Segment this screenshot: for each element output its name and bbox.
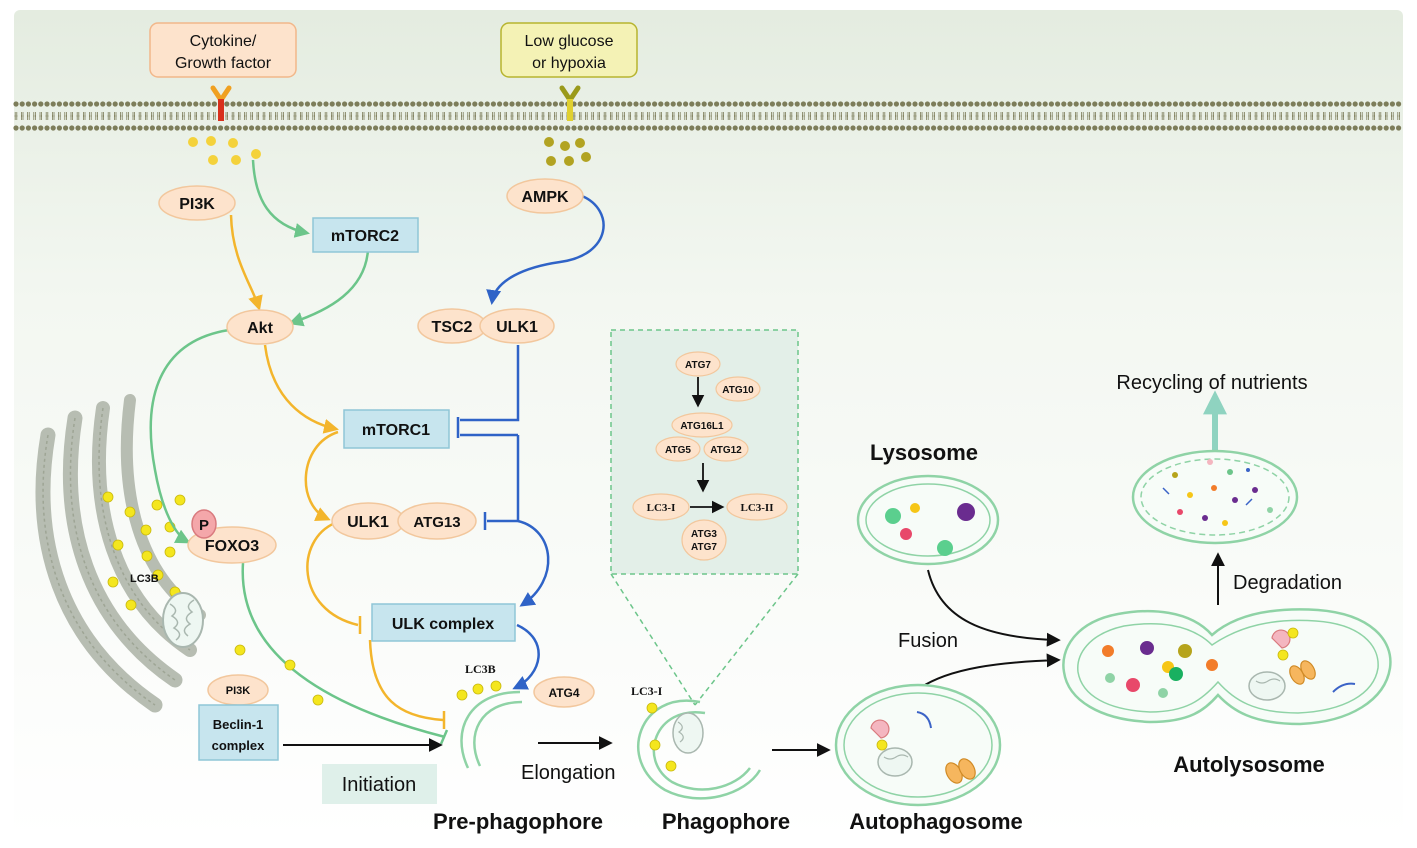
svg-text:Growth factor: Growth factor: [175, 55, 272, 72]
svg-text:mTORC1: mTORC1: [362, 422, 430, 439]
phospho-badge: P: [191, 509, 217, 539]
svg-text:ATG7: ATG7: [685, 360, 711, 371]
autolysosome-icon: [1062, 608, 1392, 726]
svg-text:PI3K: PI3K: [226, 685, 251, 697]
pre-phagophore-icon: [460, 690, 523, 769]
lc3-conjugation-inset: ATG7 ATG10 ATG16L1 ATG5 ATG12 LC3-I LC3-…: [610, 329, 799, 706]
svg-text:ATG3: ATG3: [691, 529, 717, 540]
degraded-vesicle-icon: [1131, 449, 1299, 545]
golgi-outline-icon: [42, 407, 191, 706]
svg-text:or hypoxia: or hypoxia: [532, 55, 606, 72]
mitochondrion-icon: [162, 592, 204, 648]
arrow-pi3k-to-akt: [229, 214, 263, 311]
svg-text:PI3K: PI3K: [179, 196, 215, 213]
arrow-atg13-to-ulkcomplex: [517, 519, 550, 607]
pi3k-node: PI3K: [158, 185, 236, 221]
atg13-node: ATG13: [397, 502, 477, 540]
phagophore-title: Phagophore: [662, 809, 790, 834]
arrow-ulkcomplex-to-prephagophore: [512, 623, 540, 690]
degradation-label: Degradation: [1233, 572, 1342, 594]
elongation-label: Elongation: [521, 762, 616, 784]
svg-text:LC3-II: LC3-II: [740, 502, 773, 514]
svg-text:FOXO3: FOXO3: [205, 538, 259, 555]
beclin-complex-box: Beclin-1 complex: [198, 704, 279, 761]
inhibit-ulkcomplex-to-prephagophore: [368, 639, 444, 722]
recycling-label: Recycling of nutrients: [1116, 372, 1307, 394]
initiation-label: Initiation: [322, 764, 437, 804]
lysosome-icon: [856, 474, 1000, 566]
svg-text:AMPK: AMPK: [521, 189, 569, 206]
svg-text:Cytokine/: Cytokine/: [190, 33, 257, 50]
glucose-sensor-icon: [559, 85, 581, 121]
lc3b-er-label: LC3B: [130, 573, 159, 585]
svg-text:mTORC2: mTORC2: [331, 228, 399, 245]
arrow-akt-to-mtorc1: [263, 344, 339, 434]
cytokine-box: Cytokine/ Growth factor: [149, 22, 297, 78]
svg-text:ATG4: ATG4: [548, 686, 579, 700]
ulk1-node-top: ULK1: [479, 308, 555, 344]
akt-node: Akt: [226, 309, 294, 345]
svg-text:Initiation: Initiation: [342, 774, 417, 796]
svg-text:ULK1: ULK1: [347, 514, 389, 531]
lc3b-pre-label: LC3B: [465, 662, 496, 676]
svg-text:ULK1: ULK1: [496, 319, 538, 336]
ulk-complex-box: ULK complex: [371, 603, 516, 642]
arrow-lysosome-fusion: [927, 569, 1061, 647]
svg-text:ATG13: ATG13: [413, 514, 460, 531]
svg-text:ATG16L1: ATG16L1: [680, 421, 724, 432]
pi3k-small-node: PI3K: [207, 674, 269, 706]
phagophore-mito-icon: [672, 712, 704, 754]
foxo-path-dots: [234, 644, 324, 706]
lysosome-title: Lysosome: [870, 440, 978, 465]
pre-phagophore-title: Pre-phagophore: [433, 809, 603, 834]
fusion-label: Fusion: [898, 630, 958, 652]
autophagosome-icon: [834, 683, 1002, 807]
svg-text:P: P: [199, 517, 209, 534]
ampk-signal-dots: [544, 137, 591, 166]
atg4-node: ATG4: [533, 676, 595, 708]
svg-text:ATG10: ATG10: [722, 385, 754, 396]
svg-text:Beclin-1: Beclin-1: [213, 717, 264, 732]
pre-phagophore-dots: [456, 680, 502, 701]
svg-text:Akt: Akt: [247, 320, 273, 337]
cytokine-ligand-dots: [188, 136, 261, 165]
mtorc1-box: mTORC1: [343, 409, 450, 449]
autophagosome-title: Autophagosome: [849, 809, 1023, 834]
svg-text:LC3-I: LC3-I: [647, 502, 676, 514]
svg-text:ATG12: ATG12: [710, 445, 742, 456]
arrow-mtorc1-to-ulk1: [304, 430, 339, 522]
arrow-ligand-to-mtorc2: [251, 159, 310, 238]
svg-text:Low glucose: Low glucose: [525, 33, 614, 50]
svg-text:ATG5: ATG5: [665, 445, 691, 456]
cytokine-receptor-icon: [210, 85, 232, 121]
svg-text:ATG7: ATG7: [691, 542, 717, 553]
arrow-akt-to-foxo3: [149, 328, 230, 544]
phagophore-icon: [637, 699, 762, 800]
lc3i-phago-label: LC3-I: [631, 684, 663, 698]
ampk-node: AMPK: [506, 178, 584, 214]
tsc2-node: TSC2: [417, 308, 487, 344]
plasma-membrane: [13, 101, 1402, 131]
phagophore-dots: [646, 702, 677, 772]
inhibit-ulk1-to-ulkcomplex: [306, 521, 359, 627]
arrow-autophagosome-fusion: [919, 653, 1061, 689]
svg-text:complex: complex: [212, 738, 266, 753]
ulk1-node-bottom: ULK1: [331, 502, 405, 540]
er-lc3b-dots: [102, 491, 186, 611]
arrow-ampk-to-ulk1: [486, 194, 605, 305]
svg-text:TSC2: TSC2: [432, 319, 473, 336]
inhibit-ulk1-to-mtorc1: [460, 345, 520, 422]
arrow-mtorc2-to-akt: [288, 249, 370, 327]
autolysosome-title: Autolysosome: [1173, 752, 1325, 777]
glucose-box: Low glucose or hypoxia: [500, 22, 638, 78]
svg-text:ULK complex: ULK complex: [392, 616, 494, 633]
mtorc2-box: mTORC2: [312, 217, 419, 253]
